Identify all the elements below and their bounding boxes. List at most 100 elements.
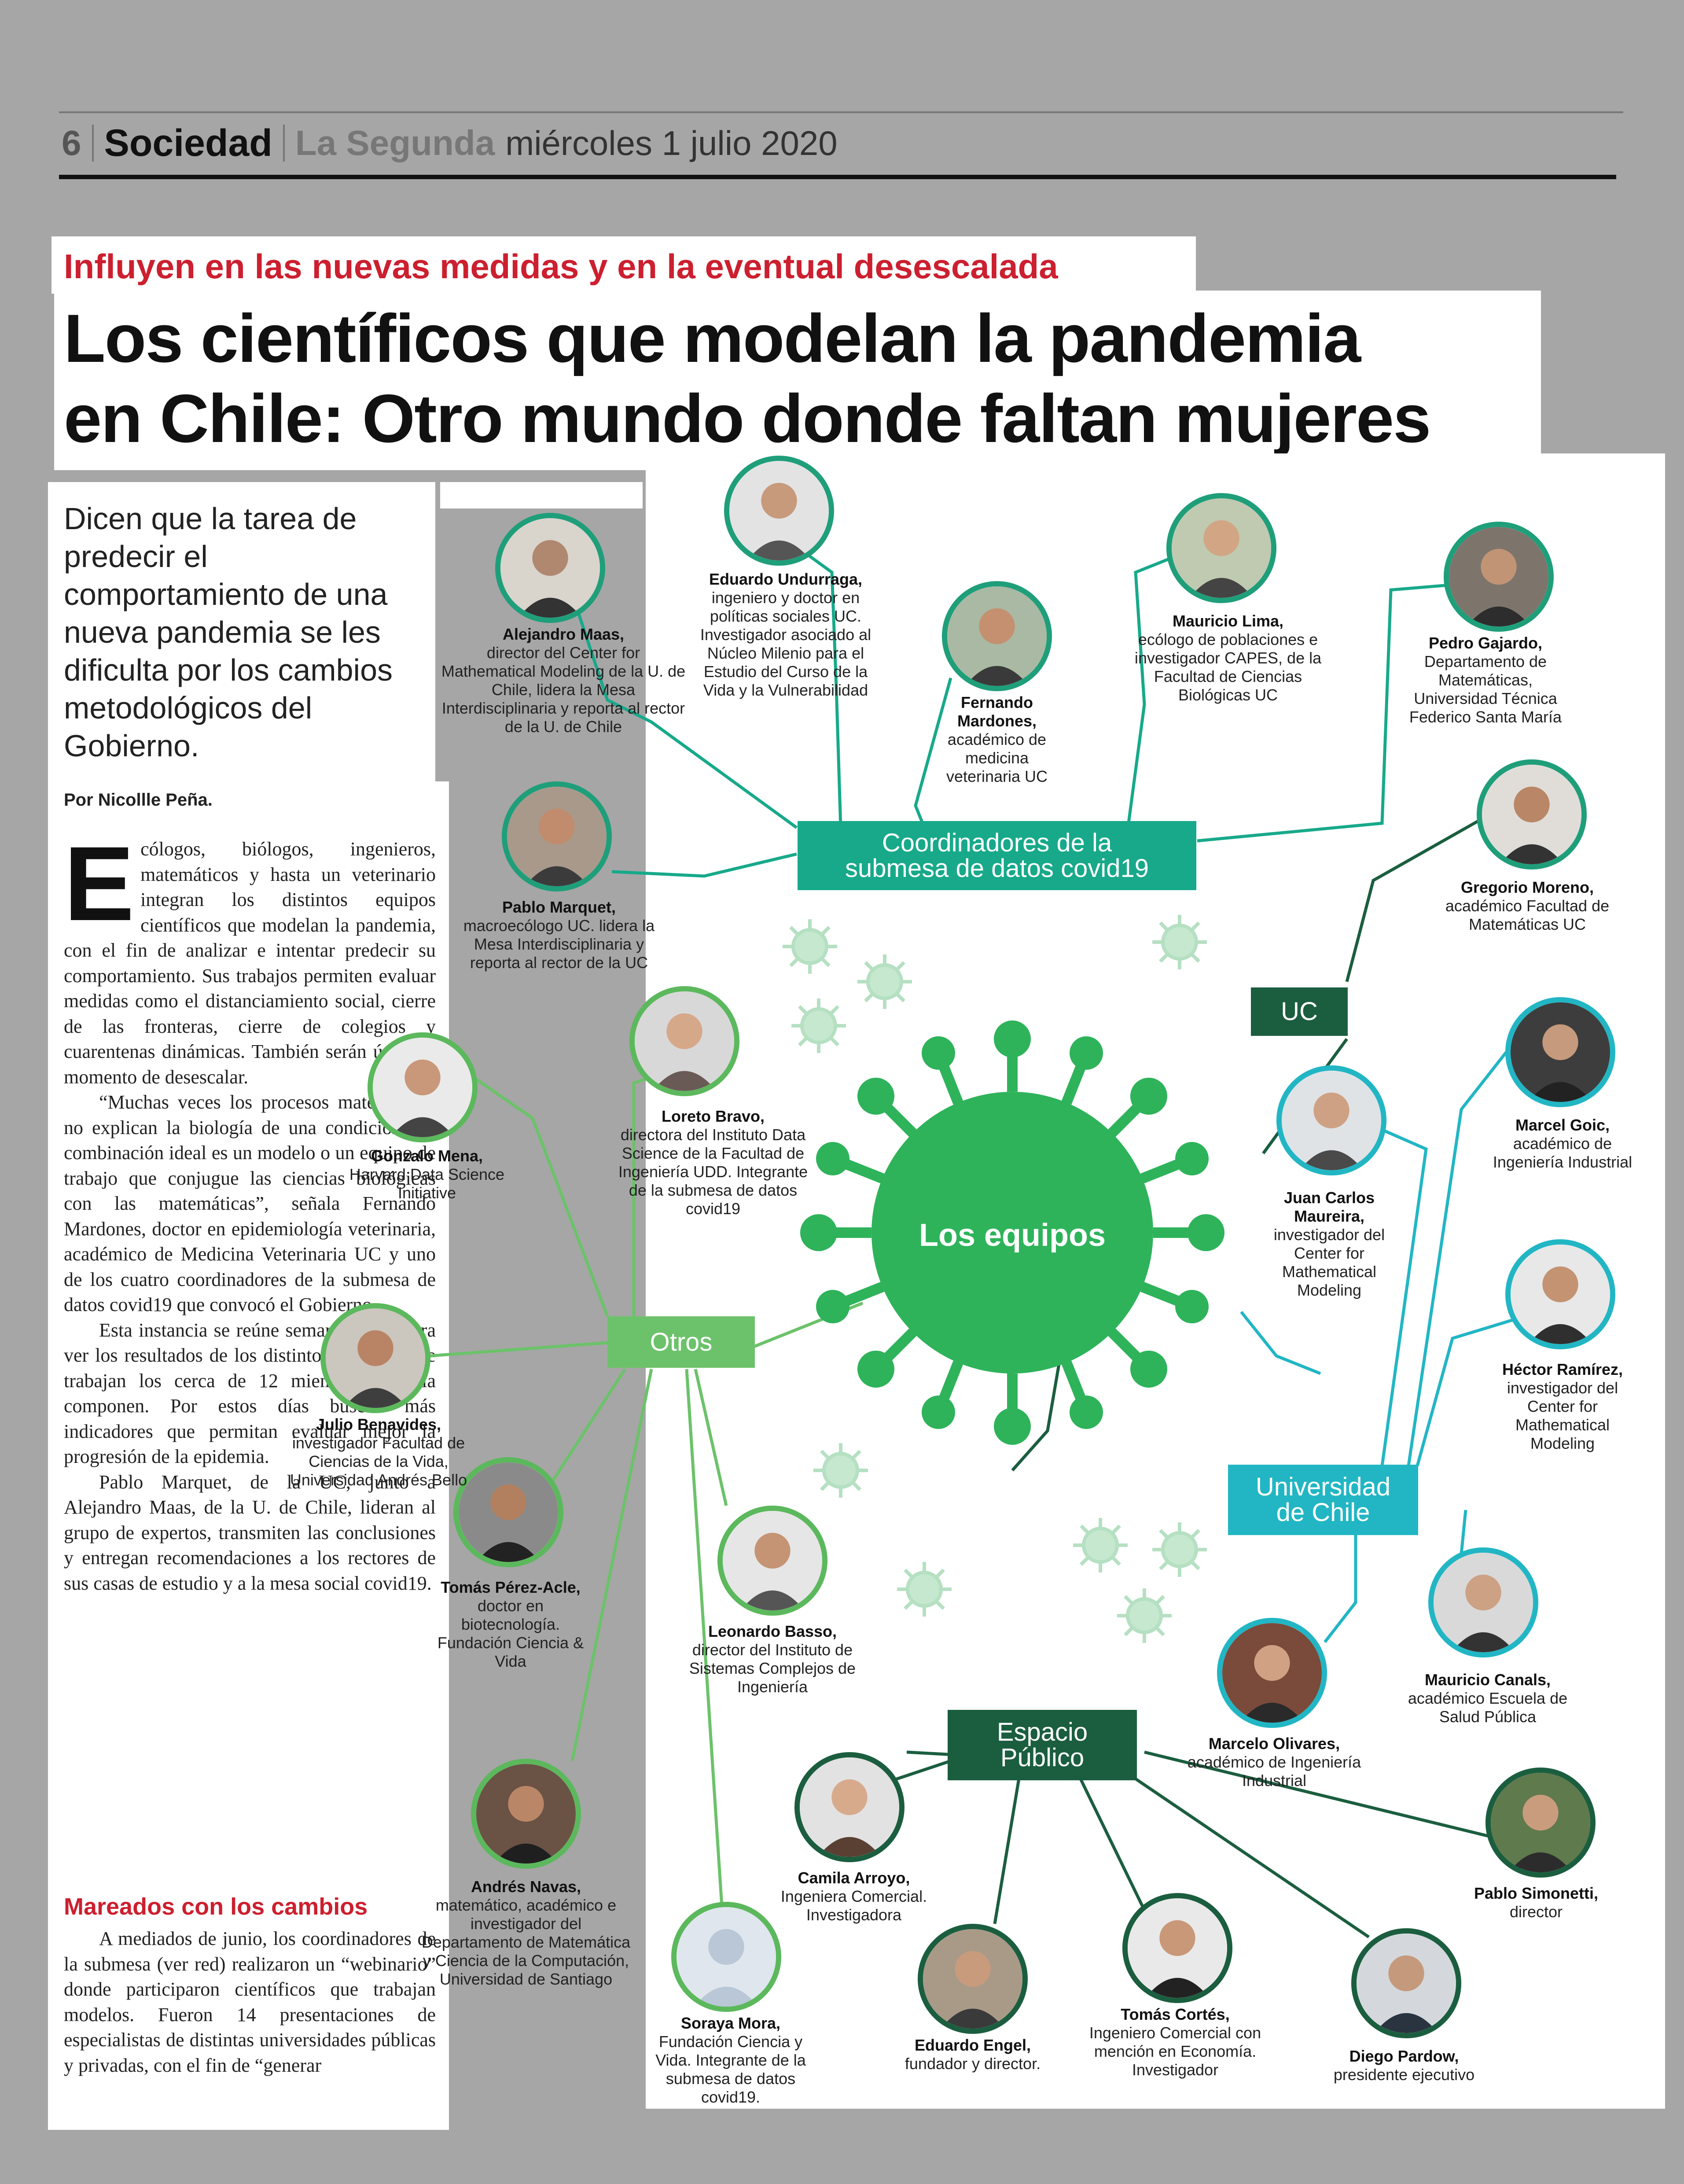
person-icon — [326, 1308, 425, 1408]
person-icon — [1282, 1071, 1381, 1170]
avatar-soraya-mora — [671, 1902, 781, 2012]
person-name: Marcelo Olivares, — [1208, 1735, 1340, 1753]
person-role: académico Escuela de Salud Pública — [1408, 1689, 1568, 1726]
person-icon — [1357, 1934, 1456, 2033]
avatar-leonardo-basso — [717, 1506, 827, 1616]
person-label: Marcel Goic,académico de Ingeniería Indu… — [1488, 1116, 1637, 1171]
avatar-loreto-bravo — [629, 986, 739, 1096]
person-label: Alejandro Maas,director del Center for M… — [440, 625, 687, 736]
avatar-mauricio-canals — [1428, 1547, 1538, 1657]
person-name: Loreto Bravo, — [661, 1107, 765, 1125]
group-label: UC — [1281, 997, 1318, 1026]
avatar-julio-benavides — [320, 1303, 430, 1413]
drop-cap: E — [64, 825, 135, 943]
issue-date: miércoles 1 julio 2020 — [505, 123, 838, 162]
person-icon — [500, 518, 600, 618]
person-icon — [476, 1764, 576, 1864]
person-icon — [1482, 765, 1581, 864]
avatar-eduardo-undurraga — [724, 456, 834, 566]
person-name: Pablo Simonetti, — [1474, 1884, 1599, 1902]
person-name: Eduardo Engel, — [914, 2036, 1031, 2054]
person-name: Gonzalo Mena, — [371, 1147, 483, 1165]
person-label: Leonardo Basso,director del Instituto de… — [687, 1622, 858, 1696]
person-role: investigador del Center for Mathematical… — [1273, 1226, 1385, 1299]
person-role: director — [1509, 1903, 1563, 1921]
person-name: Tomás Pérez-Acle, — [441, 1578, 581, 1596]
person-role: ecólogo de poblaciones e investigador CA… — [1134, 630, 1322, 704]
person-name: Mauricio Canals, — [1424, 1671, 1551, 1689]
page-number: 6 — [62, 123, 81, 162]
person-icon — [1449, 527, 1548, 626]
headline-background — [54, 291, 1541, 470]
person-label: Juan Carlos Maureira,investigador del Ce… — [1254, 1189, 1404, 1300]
person-role: académico Facultad de Matemáticas UC — [1445, 897, 1610, 933]
headline-line-2: en Chile: Otro mundo donde faltan mujere… — [64, 380, 1431, 457]
person-role: Harvard Data Science Initiative — [349, 1165, 505, 1202]
person-name: Juan Carlos Maureira, — [1283, 1189, 1375, 1225]
person-label: Pablo Simonetti,director — [1444, 1884, 1629, 1921]
person-name: Pedro Gajardo, — [1428, 634, 1543, 652]
subheading: Mareados con los cambios — [64, 1893, 368, 1920]
person-label: Tomás Cortés,Ingeniero Comercial con men… — [1087, 2005, 1263, 2079]
deck: Dicen que la tarea de predecir el compor… — [64, 501, 393, 763]
avatar-tomas-perez-acle — [453, 1457, 563, 1567]
avatar-eduardo-engel — [918, 1924, 1028, 2034]
article-body-continued: A mediados de junio, los coordinadores d… — [64, 1926, 436, 2078]
person-placeholder-icon — [677, 1907, 776, 2007]
group-espacio-publico: Espacio Público — [948, 1710, 1137, 1780]
person-name: Diego Pardow, — [1349, 2047, 1459, 2065]
avatar-andres-navas — [471, 1759, 581, 1869]
person-role: directora del Instituto Data Science de … — [618, 1126, 808, 1218]
avatar-hector-ramirez — [1505, 1239, 1615, 1349]
person-icon — [923, 1929, 1022, 2029]
avatar-fernando-mardones — [942, 581, 1052, 691]
person-label: Eduardo Engel,fundador y director. — [885, 2036, 1061, 2073]
person-name: Héctor Ramírez, — [1502, 1360, 1623, 1378]
avatar-diego-pardow — [1351, 1928, 1461, 2038]
person-name: Pablo Marquet, — [502, 898, 616, 916]
publication-name: La Segunda — [295, 123, 495, 162]
person-label: Pablo Marquet,macroecólogo UC. lidera la… — [453, 898, 665, 972]
header-top-rule — [59, 111, 1623, 113]
avatar-pablo-marquet — [502, 781, 612, 891]
person-icon — [1128, 1898, 1227, 1998]
person-role: investigador del Center for Mathematical… — [1507, 1379, 1618, 1452]
avatar-marcel-goic — [1505, 997, 1615, 1107]
person-role: director del Center for Mathematical Mod… — [441, 644, 686, 736]
person-label: Andrés Navas,matemático, académico e inv… — [418, 1878, 634, 1989]
person-label: Fernando Mardones,académico de medicina … — [929, 693, 1065, 786]
person-label: Eduardo Undurraga,ingeniero y doctor en … — [691, 570, 880, 700]
person-label: Gonzalo Mena,Harvard Data Science Initia… — [343, 1147, 511, 1202]
person-name: Eduardo Undurraga, — [709, 570, 863, 588]
person-label: Pedro Gajardo,Departamento de Matemática… — [1395, 634, 1576, 726]
person-role: fundador y director. — [905, 2055, 1041, 2073]
person-role: macroecólogo UC. lidera la Mesa Interdis… — [463, 917, 655, 972]
person-icon — [1222, 1623, 1322, 1723]
person-role: investigador Facultad de Ciencias de la … — [290, 1434, 467, 1489]
body-paragraph: “Muchas veces los procesos matemáticos n… — [64, 1091, 436, 1315]
person-label: Camila Arroyo,Ingeniera Comercial. Inves… — [766, 1869, 942, 1924]
person-icon — [723, 1511, 822, 1610]
header-divider — [283, 125, 285, 162]
byline: Por Nicollle Peña. — [64, 790, 213, 810]
person-role: académico de Ingeniería Industrial — [1493, 1134, 1633, 1171]
person-label: Héctor Ramírez,investigador del Center f… — [1488, 1360, 1637, 1453]
person-name: Tomás Cortés, — [1121, 2005, 1230, 2023]
person-name: Camila Arroyo, — [798, 1869, 910, 1887]
person-role: Ingeniero Comercial con mención en Econo… — [1089, 2024, 1261, 2079]
person-icon — [947, 586, 1047, 686]
person-role: director del Instituto de Sistemas Compl… — [689, 1641, 856, 1696]
person-icon — [459, 1462, 558, 1562]
group-label: Universidad de Chile — [1255, 1473, 1391, 1527]
kicker-background — [51, 236, 1196, 294]
person-icon — [1434, 1553, 1533, 1652]
person-icon — [1511, 1245, 1610, 1344]
avatar-tomas-cortes — [1122, 1893, 1232, 2003]
person-role: Fundación Ciencia y Vida. Integrante de … — [655, 2033, 806, 2106]
avatar-gonzalo-mena — [368, 1032, 478, 1142]
deck-background — [48, 482, 435, 781]
group-universidad-de-chile: Universidad de Chile — [1228, 1465, 1418, 1535]
group-coordinadores: Coordinadores de la submesa de datos cov… — [798, 821, 1196, 890]
person-role: Departamento de Matemáticas, Universidad… — [1409, 652, 1562, 726]
page-header: 6 Sociedad La Segunda miércoles 1 julio … — [62, 117, 838, 169]
